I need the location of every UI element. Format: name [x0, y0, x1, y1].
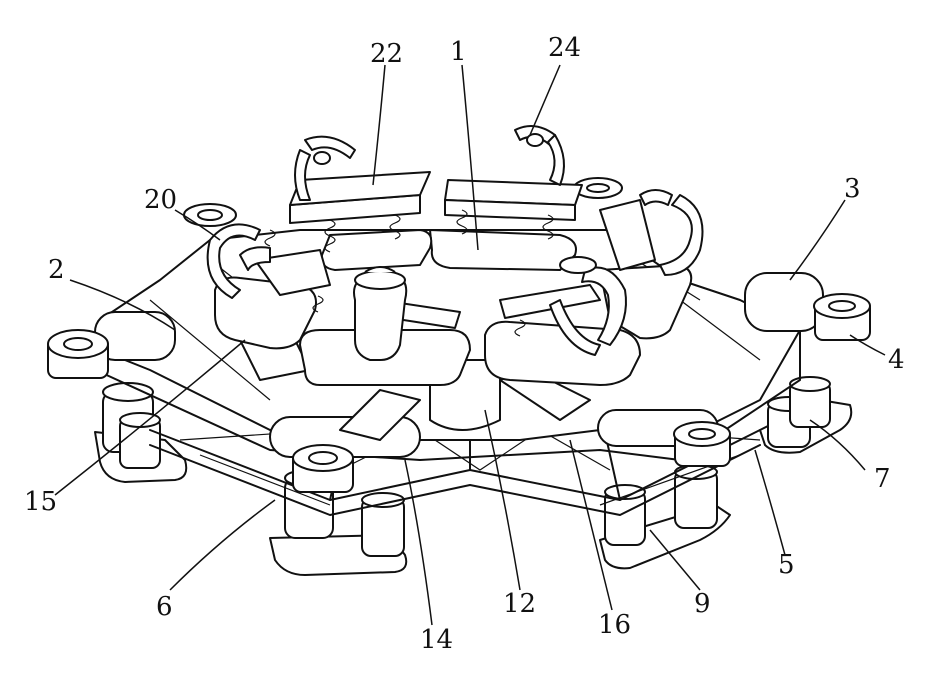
- label-14: 14: [420, 625, 453, 655]
- label-2: 2: [48, 255, 65, 285]
- label-5: 5: [778, 550, 795, 580]
- label-24: 24: [548, 33, 581, 63]
- label-3: 3: [844, 174, 861, 204]
- label-16: 16: [598, 610, 631, 640]
- label-20: 20: [144, 185, 177, 215]
- label-6: 6: [156, 592, 173, 622]
- label-4: 4: [888, 345, 905, 375]
- label-1: 1: [450, 37, 467, 67]
- label-7: 7: [874, 464, 891, 494]
- label-9: 9: [694, 589, 711, 619]
- label-12: 12: [503, 589, 536, 619]
- label-15: 15: [24, 487, 57, 517]
- label-22: 22: [370, 39, 403, 69]
